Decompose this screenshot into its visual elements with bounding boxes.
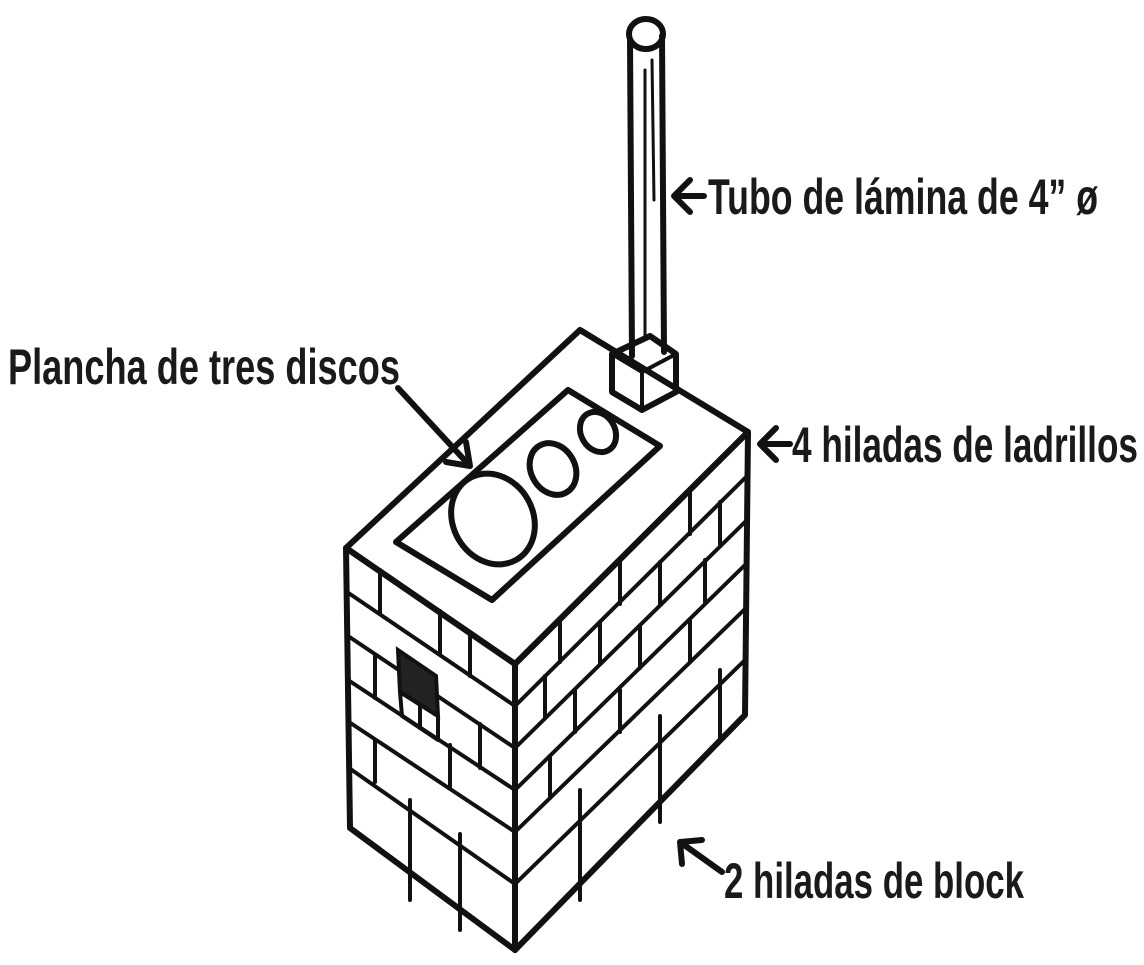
label-plate: Plancha de tres discos (8, 339, 400, 395)
arrow-bricks (757, 425, 793, 463)
chimney-pipe (627, 33, 667, 359)
stove-top-surface (343, 327, 751, 667)
left-brick-courses (345, 590, 517, 886)
arrow-blocks (677, 837, 725, 875)
chimney-pipe-top (626, 16, 666, 52)
burner-large (448, 470, 538, 568)
firebox-shadow (398, 690, 440, 742)
chimney-base (609, 333, 679, 413)
label-pipe: Tubo de lámina de 4” ø (708, 169, 1098, 225)
pointer-arrows (395, 177, 793, 875)
arrow-pipe (671, 177, 707, 215)
stove-body (343, 327, 751, 953)
label-bricks: 4 hiladas de ladrillos (792, 417, 1138, 473)
burner-medium (526, 440, 580, 498)
chimney (609, 16, 679, 413)
right-brick-courses (513, 474, 749, 886)
right-brick-joints (543, 490, 722, 902)
cooking-plate (393, 387, 663, 603)
plate-outline (393, 387, 663, 603)
arrow-plate (395, 385, 473, 469)
burner-small (576, 408, 620, 456)
label-blocks: 2 hiladas de block (724, 853, 1024, 909)
stove-right-face (512, 429, 751, 953)
